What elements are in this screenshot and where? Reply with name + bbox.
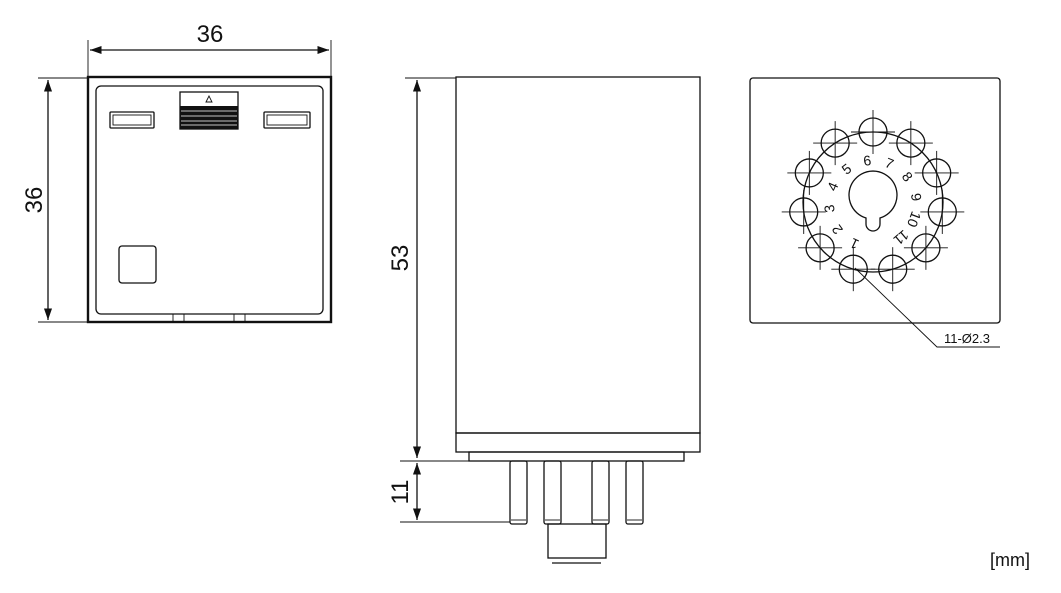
indicator-window-right bbox=[263, 111, 311, 129]
pin-number-label: 5 bbox=[839, 160, 855, 178]
pin-number-label: 6 bbox=[862, 152, 872, 169]
indicator-window-left bbox=[109, 111, 155, 129]
side-height-label: 53 bbox=[387, 245, 414, 272]
side-view: 53 11 bbox=[387, 76, 701, 564]
pin-number-label: 3 bbox=[821, 204, 838, 214]
pin-hole bbox=[781, 189, 826, 234]
pin-number-label: 2 bbox=[828, 222, 846, 238]
pin-hole bbox=[888, 121, 933, 166]
triangle-icon bbox=[205, 94, 213, 103]
square-button bbox=[118, 245, 157, 284]
pins bbox=[509, 460, 644, 525]
leader-line bbox=[854, 267, 1000, 348]
pin-hole bbox=[851, 110, 895, 154]
center-key-hole bbox=[848, 170, 898, 232]
key-post bbox=[547, 523, 607, 559]
pin-length-label: 11 bbox=[387, 480, 414, 505]
pin-holes bbox=[781, 110, 965, 292]
pin-hole bbox=[798, 225, 843, 270]
base-plate bbox=[468, 451, 685, 462]
bottom-outline bbox=[749, 77, 1001, 324]
front-height-label: 36 bbox=[21, 187, 48, 214]
pin-number-label: 8 bbox=[899, 169, 917, 185]
pin-number-label: 10 bbox=[904, 209, 925, 229]
pin-number-label: 9 bbox=[908, 192, 925, 202]
pin-hole bbox=[813, 121, 858, 166]
relay-body bbox=[455, 76, 701, 434]
pin-hole bbox=[870, 247, 915, 292]
front-width-label: 36 bbox=[197, 21, 224, 48]
relay-base bbox=[455, 432, 701, 453]
pin-hole bbox=[903, 225, 948, 270]
housing-outline bbox=[86, 75, 333, 324]
pin-number-label: 4 bbox=[824, 180, 842, 194]
nameplate-label bbox=[179, 91, 239, 130]
cover-outline bbox=[95, 85, 324, 315]
pin-number-label: 11 bbox=[890, 227, 912, 249]
pin-number-label: 7 bbox=[883, 154, 896, 172]
pin-hole bbox=[787, 150, 832, 195]
hole-note: 11-Ø2.3 bbox=[944, 331, 990, 346]
pin-number-label: 1 bbox=[847, 235, 861, 253]
pin-hole bbox=[831, 247, 876, 292]
pin-hole bbox=[914, 150, 959, 195]
pin-hole bbox=[920, 189, 965, 234]
unit-label: [mm] bbox=[990, 550, 1030, 570]
front-view: 36 36 bbox=[21, 21, 333, 324]
